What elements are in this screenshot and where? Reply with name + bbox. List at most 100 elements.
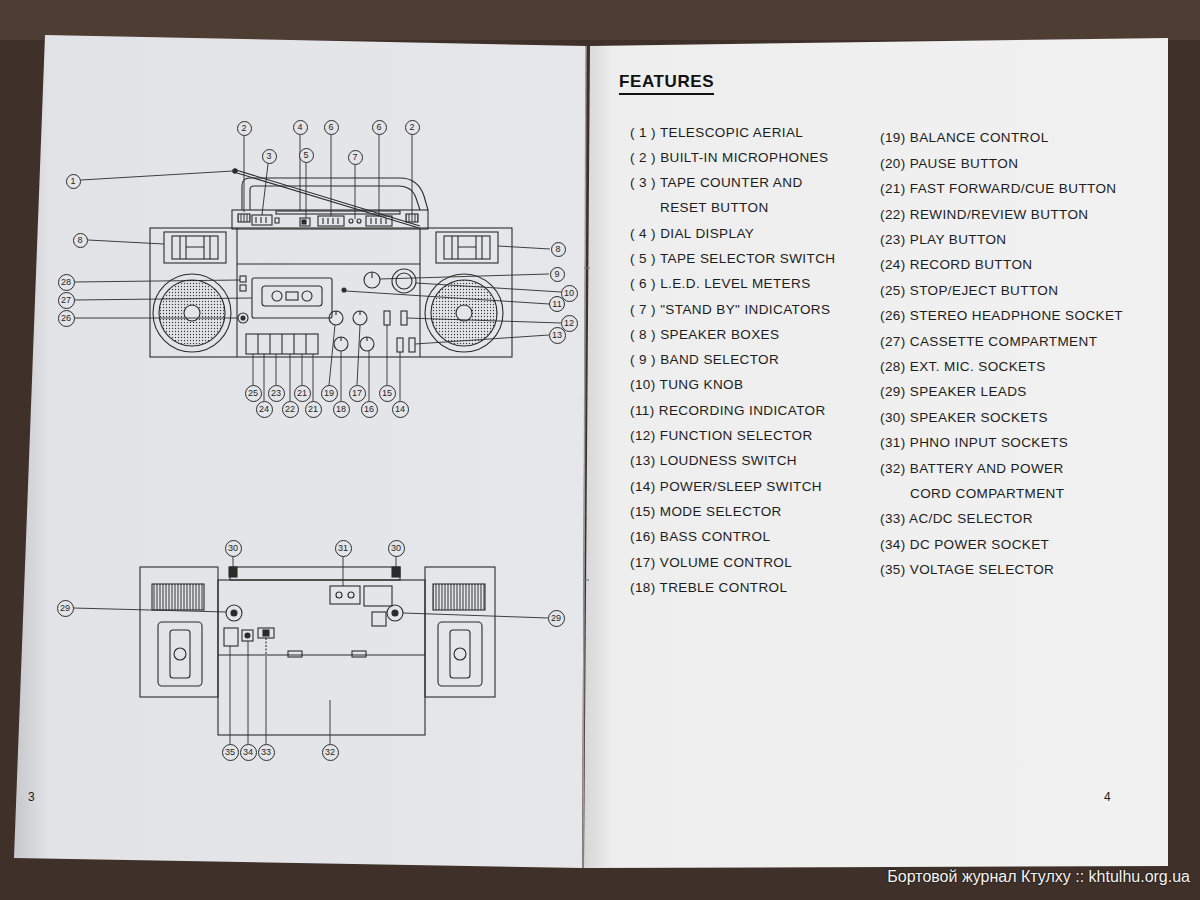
callout-text: 29 (551, 614, 561, 623)
drawing-part (379, 135, 380, 216)
microphone (238, 214, 250, 222)
drawing-part (302, 354, 303, 385)
callout-number: 4 (293, 120, 308, 135)
headphone-socket (238, 313, 248, 323)
label-group: 4 (1104, 790, 1111, 804)
speaker-socket (229, 567, 237, 577)
lead-jack-hole (392, 610, 398, 616)
band-selector (364, 272, 380, 288)
label-group: (19) BALANCE CONTROL(20) PAUSE BUTTON(21… (880, 125, 1123, 582)
drawing-part (290, 354, 291, 401)
knob-mark (371, 272, 372, 278)
cabinet (150, 228, 512, 357)
callout-text: 24 (259, 405, 269, 414)
callout-number: 28 (58, 274, 75, 291)
battery-lid-line (218, 654, 425, 655)
callout-text: 27 (61, 296, 71, 305)
callout-number: 11 (549, 296, 565, 312)
callout-number: 16 (361, 401, 378, 418)
feature-item: (30) SPEAKER SOCKETS (880, 405, 1123, 430)
tuning-knob-inner (396, 273, 412, 289)
feature-item: (21) FAST FORWARD/CUE BUTTON (880, 176, 1123, 201)
callout-text: 2 (409, 123, 414, 132)
drawing-part (253, 354, 254, 385)
back-plate (364, 586, 392, 606)
dial-display (276, 211, 400, 214)
right-page (584, 38, 1168, 868)
tape-reel (272, 291, 282, 301)
callout-number: 22 (282, 401, 299, 418)
callout-number: 34 (240, 744, 257, 761)
callout-number: 30 (388, 540, 405, 557)
back-plate (372, 612, 386, 626)
lead-holder (438, 622, 482, 686)
callout-text: 14 (395, 405, 405, 414)
panel-divider (237, 263, 420, 264)
leader-lines (73, 135, 561, 744)
drawing-part (416, 283, 561, 292)
socket-hole (241, 316, 245, 320)
mic-socket (240, 276, 246, 282)
drawing-part (88, 240, 164, 244)
slide-switch (397, 338, 403, 352)
switch-stem (265, 638, 266, 655)
feature-item: (14) POWER/SLEEP SWITCH (630, 474, 835, 499)
lead-hub (174, 648, 186, 660)
callout-number: 9 (550, 267, 565, 282)
drawing-part (233, 556, 234, 567)
feature-item: (15) MODE SELECTOR (630, 499, 835, 524)
back-center-section (218, 580, 425, 735)
callout-text: 21 (308, 405, 318, 414)
drawing-part (313, 354, 314, 401)
drawing-part (380, 274, 549, 279)
boombox-back-view (140, 567, 495, 735)
callout-number: 15 (379, 385, 396, 402)
drawing-part (244, 136, 245, 212)
recording-lamp (342, 288, 346, 292)
binding-stitches (583, 268, 590, 580)
callout-text: 6 (376, 123, 381, 132)
feature-item: (34) DC POWER SOCKET (880, 532, 1123, 557)
callout-number: 2 (405, 120, 420, 135)
lead-reel (450, 630, 470, 678)
phono-panel (330, 586, 360, 604)
back-left-section (140, 567, 218, 697)
table-edge (0, 0, 1200, 40)
callout-text: 22 (285, 405, 295, 414)
drawing-part (248, 641, 249, 744)
callout-text: 5 (303, 151, 308, 160)
callout-number: 6 (372, 120, 387, 135)
drawing-part (341, 351, 342, 401)
knob-marks (336, 311, 367, 341)
drawing-part (73, 608, 226, 612)
lead-hub (454, 648, 466, 660)
switch-knob (263, 630, 269, 636)
speaker-box-front (444, 236, 490, 259)
drawing-part (415, 335, 549, 344)
acdc-switch (258, 628, 274, 638)
callout-number: 30 (225, 540, 242, 557)
drawing-part (276, 354, 277, 385)
back-right-section (425, 567, 495, 697)
drawing-part (81, 171, 233, 180)
feature-item: (12) FUNCTION SELECTOR (630, 423, 835, 448)
drawing-part (396, 556, 397, 567)
callout-text: 18 (336, 405, 346, 414)
heading-holder: FEATURES (619, 72, 714, 95)
dc-socket-plate (242, 630, 253, 641)
callout-text: 16 (364, 405, 374, 414)
callout-text: 6 (328, 123, 333, 132)
callout-text: 32 (325, 748, 335, 757)
speaker-box (436, 232, 498, 263)
callout-text: 8 (555, 245, 560, 254)
page-gutter (583, 46, 586, 868)
drawing-part (369, 351, 370, 401)
callout-text: 29 (60, 604, 70, 613)
drawing-part (343, 556, 344, 586)
callout-number: 29 (57, 600, 74, 617)
drawing-part (331, 135, 332, 216)
watermark: Бортовой журнал Ктулху :: khtulhu.org.ua (887, 868, 1190, 886)
callout-number: 31 (335, 540, 352, 557)
callout-number: 5 (299, 148, 314, 163)
drawing-part (584, 267, 590, 268)
